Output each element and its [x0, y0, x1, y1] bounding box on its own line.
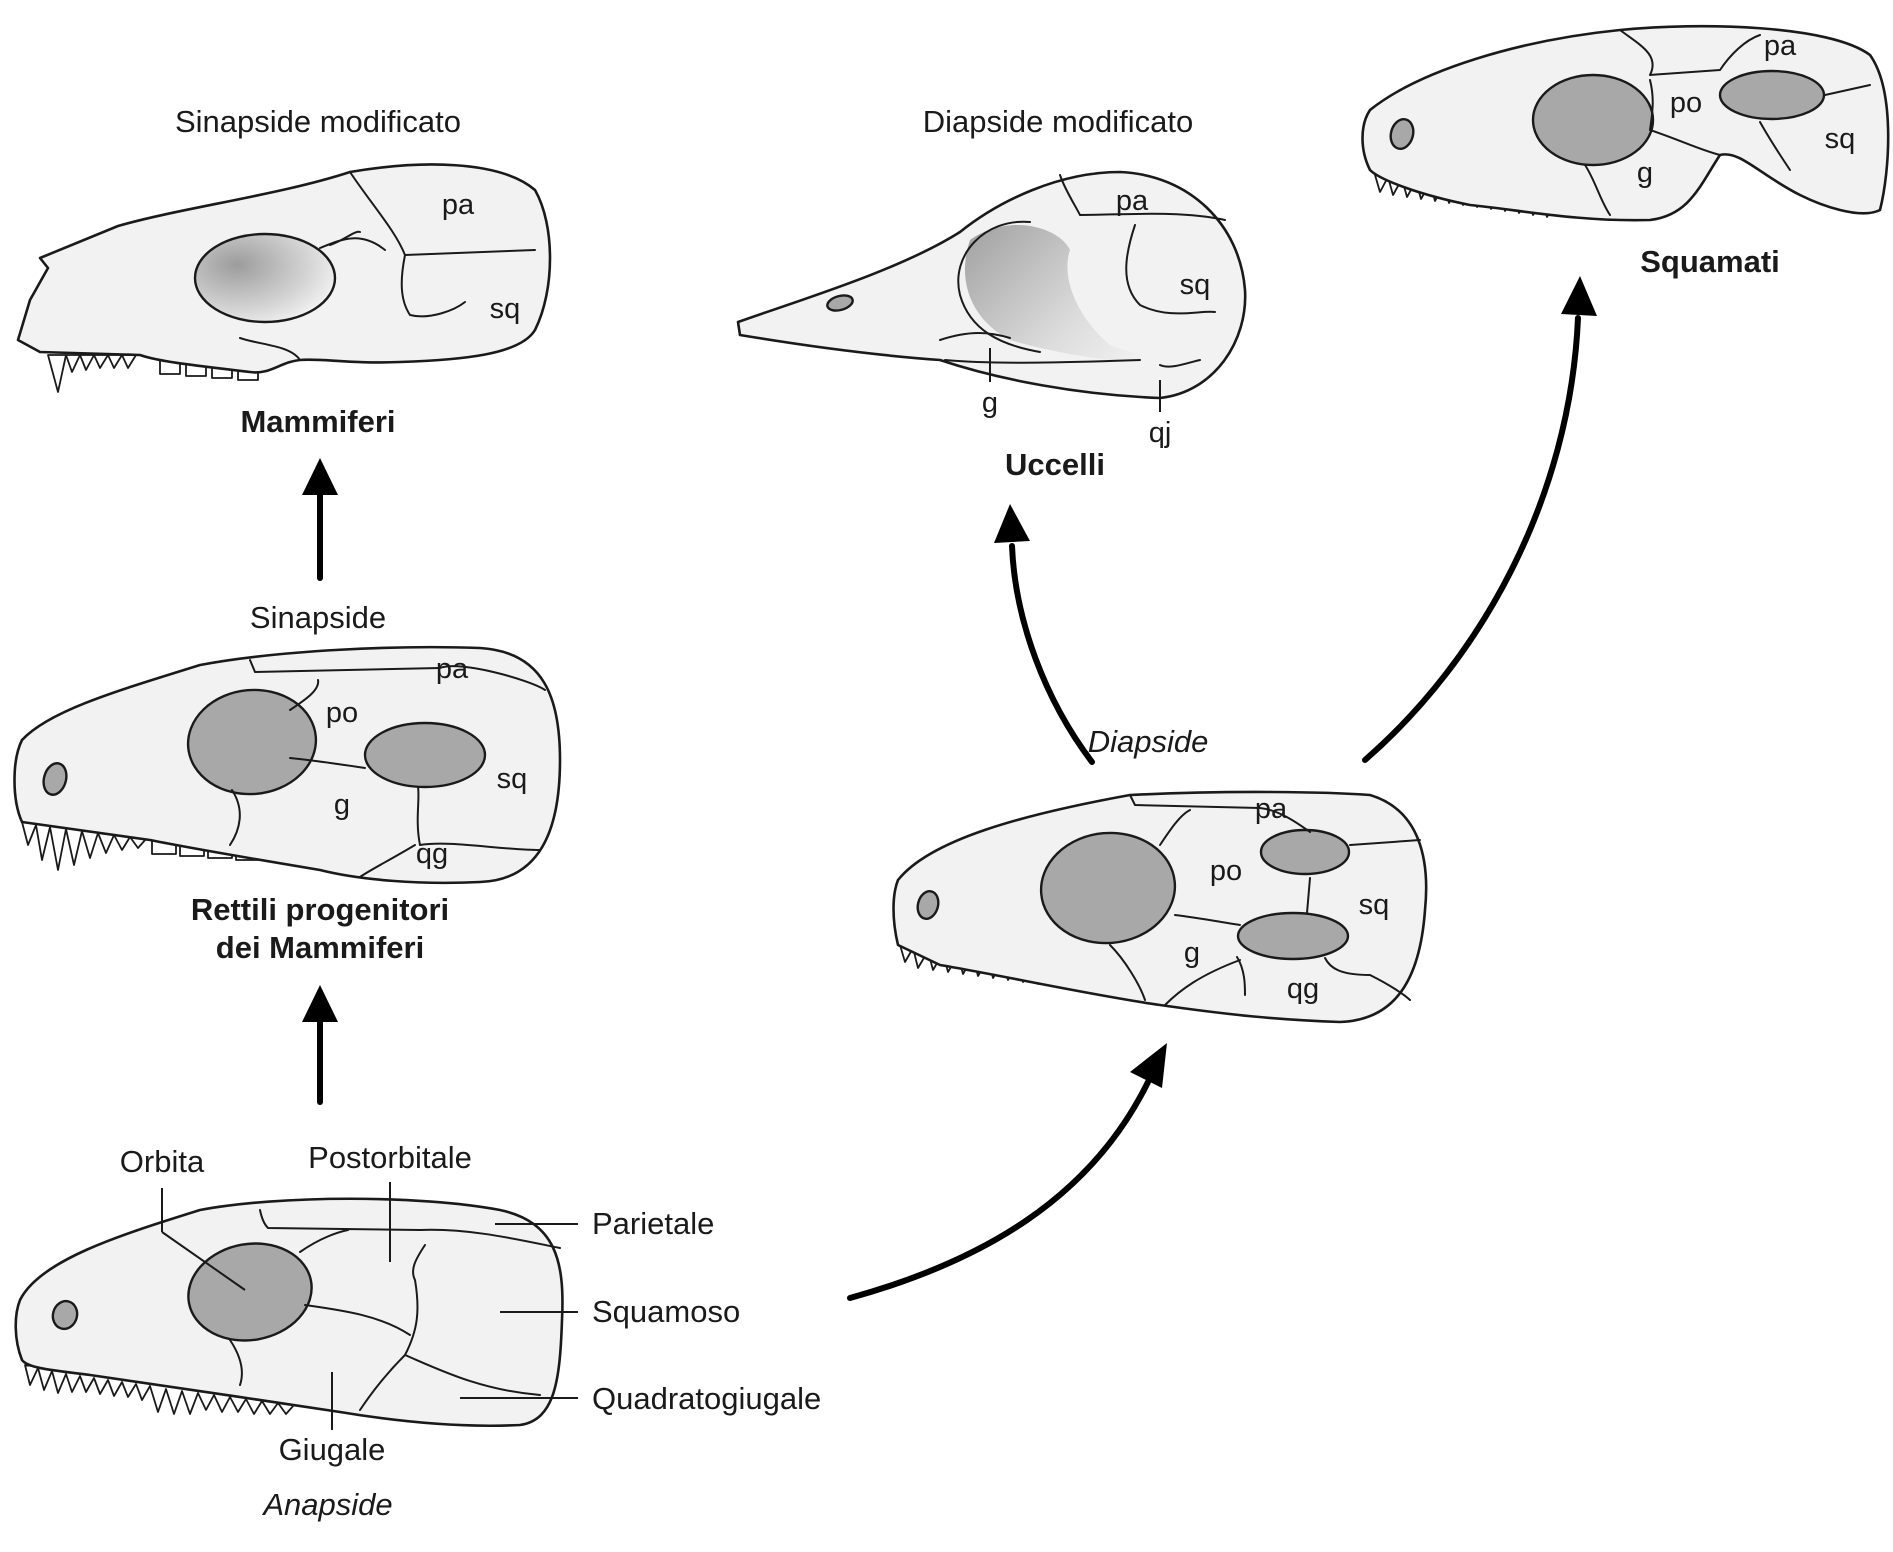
- squamate-label-sq: sq: [1825, 123, 1856, 155]
- bird-caption: Diapside modificato: [923, 104, 1194, 139]
- bird-skull: pa sq g qj: [736, 170, 1247, 449]
- anapsid-label-jugal: Giugale: [279, 1432, 386, 1467]
- bird-name: Uccelli: [1005, 447, 1105, 482]
- squamate-skull: pa po sq g: [1361, 24, 1890, 222]
- mammal-label-pa: pa: [442, 189, 475, 221]
- squamate-upper-opening: [1718, 69, 1826, 121]
- bird-orbit: [964, 225, 1195, 364]
- squamate-nostril: [1389, 118, 1415, 150]
- mammal-skull: pa sq: [16, 163, 552, 393]
- squamate-lower-opening: [1531, 73, 1655, 167]
- diapsid-label-sq: sq: [1359, 889, 1390, 921]
- anapsid-label-orbit: Orbita: [120, 1144, 205, 1179]
- diapsid-skull: pa po sq g qg: [892, 790, 1428, 1024]
- anapsid-label-quadratojugal: Quadratogiugale: [592, 1381, 821, 1416]
- diapsid-lower-opening: [1236, 911, 1350, 961]
- diapsid-orbit: [1039, 831, 1177, 945]
- mammal-label-sq: sq: [490, 293, 521, 325]
- arrow-anapsid-to-diapsid: [847, 1043, 1167, 1301]
- bird-orbit-edge: [957, 220, 1041, 353]
- synapsid-label-pa: pa: [436, 653, 469, 685]
- anapsid-label-parietal: Parietale: [592, 1206, 714, 1241]
- squamate-label-pa: pa: [1764, 30, 1797, 62]
- synapsid-label-g: g: [334, 789, 350, 821]
- mammal-teeth: [47, 354, 137, 393]
- diapsid-caption: Diapside: [1088, 724, 1209, 759]
- diapsid-nostril: [916, 890, 940, 920]
- diapsid-label-pa: pa: [1255, 793, 1288, 825]
- synapsid-caption: Sinapside: [250, 600, 386, 635]
- anapsid-orbit: [187, 1242, 313, 1342]
- diapsid-label-g: g: [1184, 937, 1200, 969]
- mammal-caption: Sinapside modificato: [175, 104, 461, 139]
- bird-label-sq: sq: [1180, 269, 1211, 301]
- squamate-name: Squamati: [1640, 244, 1780, 279]
- anapsid-label-postorbital: Postorbitale: [308, 1140, 472, 1175]
- synapsid-orbit: [186, 688, 318, 796]
- anapsid-caption: Anapside: [261, 1487, 392, 1522]
- synapsid-temporal-opening: [363, 721, 487, 789]
- synapsid-label-sq: sq: [497, 763, 528, 795]
- mammal-sutures: [239, 171, 536, 361]
- arrow-diapsid-to-squamate: [1362, 276, 1597, 763]
- synapsid-name-line1: Rettili progenitori: [191, 892, 449, 927]
- arrow-diapsid-to-bird: [994, 504, 1095, 765]
- arrow-synapsid-to-mammal: [302, 458, 338, 581]
- arrow-anapsid-to-synapsid: [302, 985, 338, 1105]
- diapsid-label-qg: qg: [1287, 973, 1319, 1005]
- anapsid-leader-orbit-b: [161, 1231, 246, 1291]
- squamate-label-g: g: [1637, 157, 1653, 189]
- synapsid-teeth: [21, 821, 147, 871]
- diapsid-upper-opening: [1259, 828, 1351, 876]
- synapsid-sutures: [229, 659, 546, 878]
- squamate-label-po: po: [1670, 87, 1702, 119]
- bird-nostril: [826, 294, 854, 312]
- synapsid-name-line2: dei Mammiferi: [216, 930, 424, 965]
- synapsid-label-qg: qg: [416, 838, 448, 870]
- diapsid-label-po: po: [1210, 855, 1242, 887]
- bird-sutures: [939, 174, 1226, 368]
- bird-label-g: g: [982, 387, 998, 419]
- anapsid-label-squamosal: Squamoso: [592, 1294, 740, 1329]
- anapsid-skull: Orbita Postorbitale Parietale Squamoso Q…: [14, 1140, 821, 1467]
- synapsid-label-po: po: [326, 697, 358, 729]
- diapsid-sutures: [1109, 794, 1421, 1006]
- synapsid-nostril: [42, 762, 68, 796]
- anapsid-teeth: [24, 1364, 295, 1415]
- bird-label-qj: qj: [1149, 417, 1172, 449]
- anapsid-sutures: [229, 1209, 561, 1411]
- synapsid-skull: pa po g sq qg: [13, 645, 562, 885]
- squamate-sutures: [1584, 29, 1871, 216]
- anapsid-nostril: [51, 1299, 79, 1331]
- mammal-name: Mammiferi: [240, 404, 395, 439]
- mammal-temporal-opening: [193, 232, 337, 324]
- bird-label-pa: pa: [1116, 185, 1149, 217]
